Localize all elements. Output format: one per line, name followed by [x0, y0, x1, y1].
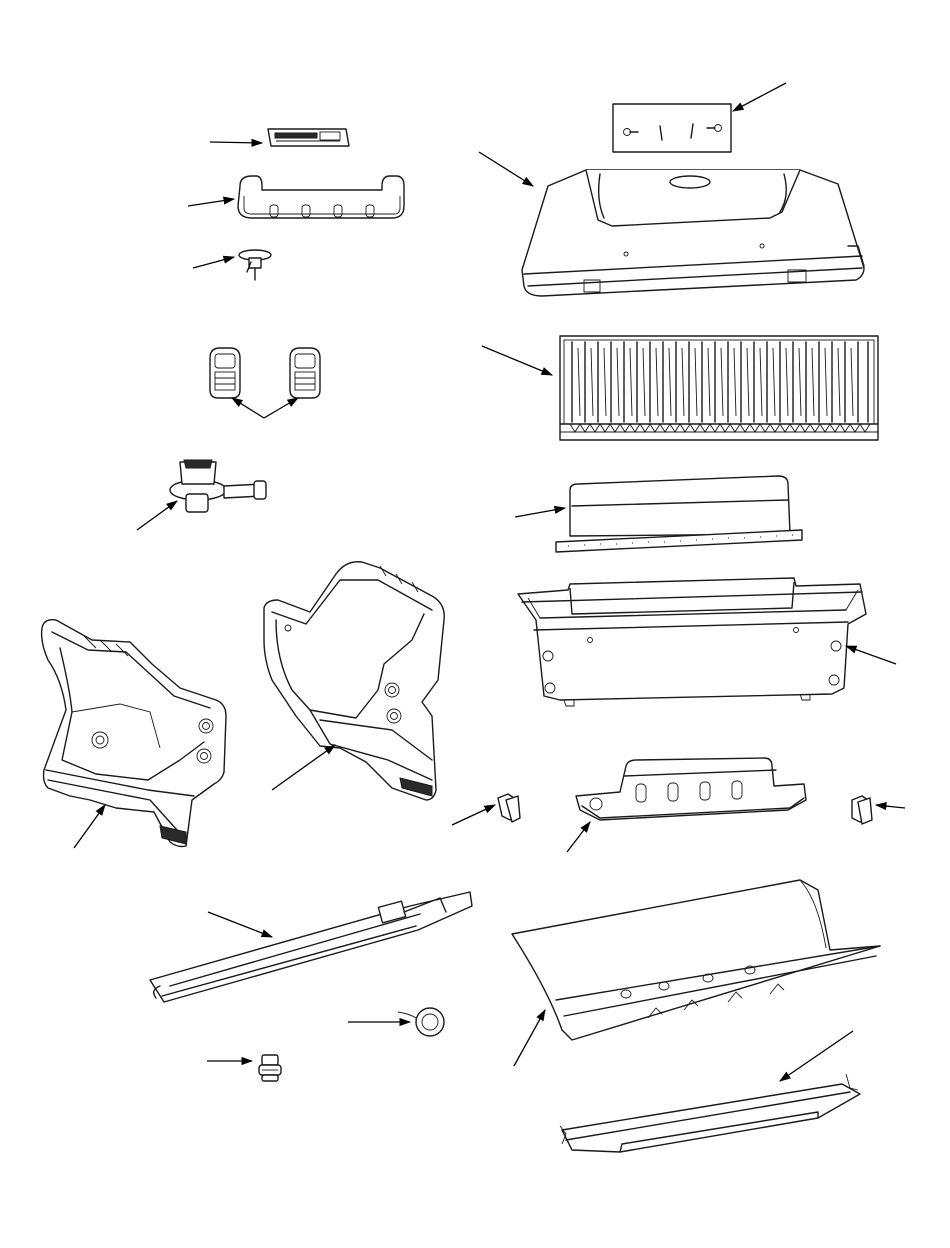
- lid-hardware-kit: [613, 104, 731, 152]
- heat-shield: [556, 476, 802, 552]
- heat-deflector: [512, 880, 880, 1040]
- arrow-latch-clips: [232, 398, 298, 418]
- bottom-tray: [576, 758, 806, 820]
- regulator-valve: [170, 460, 266, 512]
- arrow-bracket-right: [876, 805, 905, 808]
- arrow-firebox: [846, 646, 896, 664]
- arrow-heat-shield: [515, 508, 565, 517]
- arrow-right-leg: [272, 745, 335, 790]
- control-panel-label: [268, 129, 349, 146]
- arrow-hardware: [733, 83, 786, 111]
- arrow-lid: [479, 152, 533, 186]
- ignition-electrode: [239, 250, 271, 280]
- left-leg: [42, 620, 226, 847]
- handle: [238, 176, 404, 218]
- right-leg: [264, 562, 444, 800]
- arrow-regulator: [137, 501, 177, 530]
- arrow-handle: [188, 199, 234, 206]
- cooking-grate: [560, 336, 878, 440]
- arrow-label: [210, 142, 262, 143]
- knob-stem: [259, 1055, 281, 1081]
- arrow-grease-tray: [780, 1031, 853, 1081]
- latch-clips: [210, 348, 320, 398]
- firebox: [518, 578, 866, 706]
- arrow-bottom-tray: [567, 822, 590, 852]
- arrow-bracket-left: [452, 805, 495, 825]
- burner-tube: [150, 892, 472, 1002]
- lid: [522, 170, 864, 296]
- arrow-left-leg: [74, 805, 105, 848]
- arrow-ignition: [193, 257, 234, 268]
- arrow-grate: [482, 346, 552, 375]
- arrow-heat-deflector: [514, 1010, 545, 1066]
- arrow-burner: [208, 912, 272, 937]
- grease-tray: [560, 1074, 860, 1152]
